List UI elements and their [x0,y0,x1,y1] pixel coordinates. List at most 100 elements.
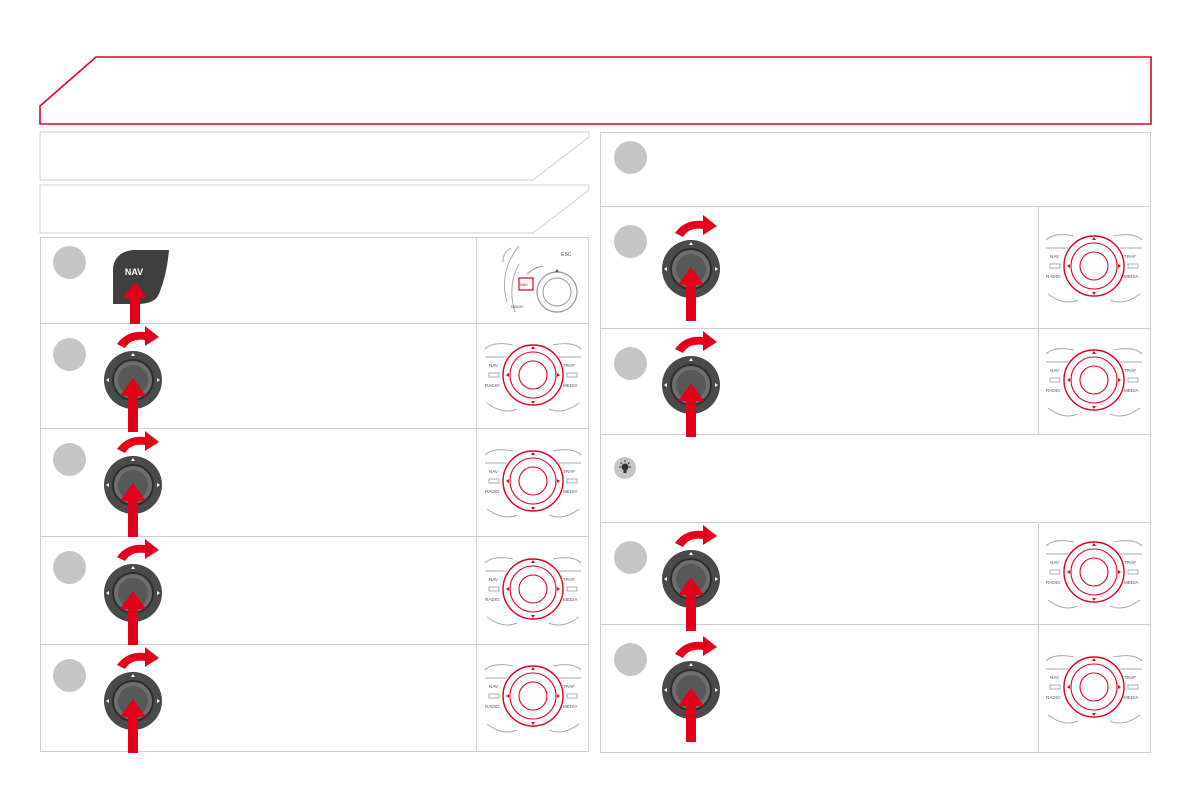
media-label: MEDIA [1124,695,1139,700]
press-arrow-icon [120,699,146,753]
traf-label: TRAF [1124,560,1136,565]
press-arrow-icon [678,383,704,437]
nav-small-label: NAV [520,282,528,287]
traf-label: TRAF [1124,254,1136,259]
nav-label: NAV [1050,368,1060,373]
media-label: MEDIA [1124,388,1139,393]
rotary-knob-icon [104,647,162,753]
esc-label: ESC [561,252,572,258]
diagram-wrapper: NAV TRAF RADIO MEDIA [483,445,583,526]
media-label: MEDIA [1124,274,1139,279]
step-row: NAV TRAF RADIO MEDIA [601,625,1150,752]
nav-label: NAV [489,684,499,689]
rotate-arrow-icon [675,215,717,237]
control-panel-diagram: NAV TRAF RADIO MEDIA [1045,348,1143,417]
step-row-intro [601,133,1150,207]
control-panel-diagram: NAV TRAF RADIO MEDIA [1045,654,1143,723]
knob-wrapper [659,329,733,444]
rotate-arrow-icon [675,331,717,353]
media-label: MEDIA [563,704,578,709]
knob-wrapper [659,213,733,328]
rotary-knob-icon [104,539,162,645]
nav-label: NAV [1050,560,1060,565]
rotary-knob-icon [662,331,720,437]
rotate-arrow-icon [675,635,717,658]
nav-label: NAV [1050,254,1060,259]
press-arrow-icon [678,577,704,631]
rotate-arrow-icon [117,647,159,669]
radio-label: RADIO [1046,388,1061,393]
nav-key-label: NAV [125,267,143,277]
nav-label: NAV [489,363,499,368]
traf-label: TRAF [563,577,575,582]
step-row: NAV ESC NAV RADIO [41,238,588,324]
step-row: NAV TRAF RADIO MEDIA [601,329,1150,437]
media-label: MEDIA [563,489,578,494]
radio-label: RADIO [1046,580,1061,585]
tip-bullet [614,457,636,479]
press-arrow-icon [120,591,146,645]
step-row: NAV TRAF RADIO MEDIA [41,537,588,645]
press-arrow-icon [120,378,146,432]
section-title-bars [39,131,590,234]
step-number-bullet [614,225,647,258]
traf-label: TRAF [1124,368,1136,373]
nav-label: NAV [489,469,499,474]
right-steps-panel: NAV TRAF RADIO MEDIA NAV TRAF RADIO MEDI [600,132,1151,753]
diagram-wrapper: NAV TRAF RADIO MEDIA [1044,536,1144,617]
step-number-bullet [614,141,647,174]
media-label: MEDIA [1124,580,1139,585]
diagram-wrapper: NAV TRAF RADIO MEDIA [1044,230,1144,311]
step-number-bullet [53,659,86,692]
console-nav-diagram: ESC NAV RADIO [502,245,578,313]
knob-wrapper [101,537,175,652]
traf-label: TRAF [563,469,575,474]
nav-key-icon: NAV [113,250,169,324]
diagram-wrapper: NAV TRAF RADIO MEDIA [1044,651,1144,732]
step-row: NAV TRAF RADIO MEDIA [41,324,588,432]
lightbulb-icon [619,460,631,473]
nav-label: NAV [1050,675,1060,680]
control-panel-diagram: NAV TRAF RADIO MEDIA [1045,234,1143,303]
diagram-wrapper: NAV TRAF RADIO MEDIA [1044,344,1144,425]
diagram-wrapper: NAV TRAF RADIO MEDIA [483,660,583,741]
rotate-arrow-icon [117,431,159,453]
radio-label: RADIO [485,597,500,602]
control-panel-diagram: NAV TRAF RADIO MEDIA [484,664,582,733]
step-row: NAV TRAF RADIO MEDIA [601,207,1150,329]
radio-label: RADIO [485,383,500,388]
traf-label: TRAF [563,363,575,368]
control-panel-diagram: NAV TRAF RADIO MEDIA [484,342,582,411]
traf-label: TRAF [563,684,575,689]
step-row: NAV TRAF RADIO MEDIA [41,429,588,537]
step-number-bullet [614,541,647,574]
media-label: MEDIA [563,383,578,388]
rotary-knob-icon [662,525,720,631]
nav-label: NAV [489,577,499,582]
header-banner [39,56,1152,125]
rotate-arrow-icon [117,539,159,561]
control-panel-diagram: NAV TRAF RADIO MEDIA [484,557,582,626]
rotary-knob-icon [662,215,720,321]
traf-label: TRAF [1124,675,1136,680]
press-arrow-icon [678,687,704,742]
diagram-wrapper: NAV TRAF RADIO MEDIA [483,553,583,634]
radio-label: RADIO [485,704,500,709]
rotary-knob-icon [104,326,162,432]
control-panel-diagram: NAV TRAF RADIO MEDIA [484,449,582,518]
knob-wrapper [101,429,175,544]
rotary-knob-icon [662,635,720,742]
rotate-arrow-icon [117,326,159,348]
diagram-wrapper: NAV TRAF RADIO MEDIA [483,339,583,420]
rotary-knob-icon [104,431,162,537]
tip-row [601,435,1150,523]
step-number-bullet [53,443,86,476]
column-divider [476,238,477,751]
step-number-bullet [53,338,86,371]
media-label: MEDIA [563,597,578,602]
radio-label: RADIO [485,489,500,494]
press-arrow-icon [678,267,704,321]
knob-wrapper [101,324,175,439]
left-steps-panel: NAV ESC NAV RADIO [40,237,589,753]
step-row: NAV TRAF RADIO MEDIA [41,645,588,753]
